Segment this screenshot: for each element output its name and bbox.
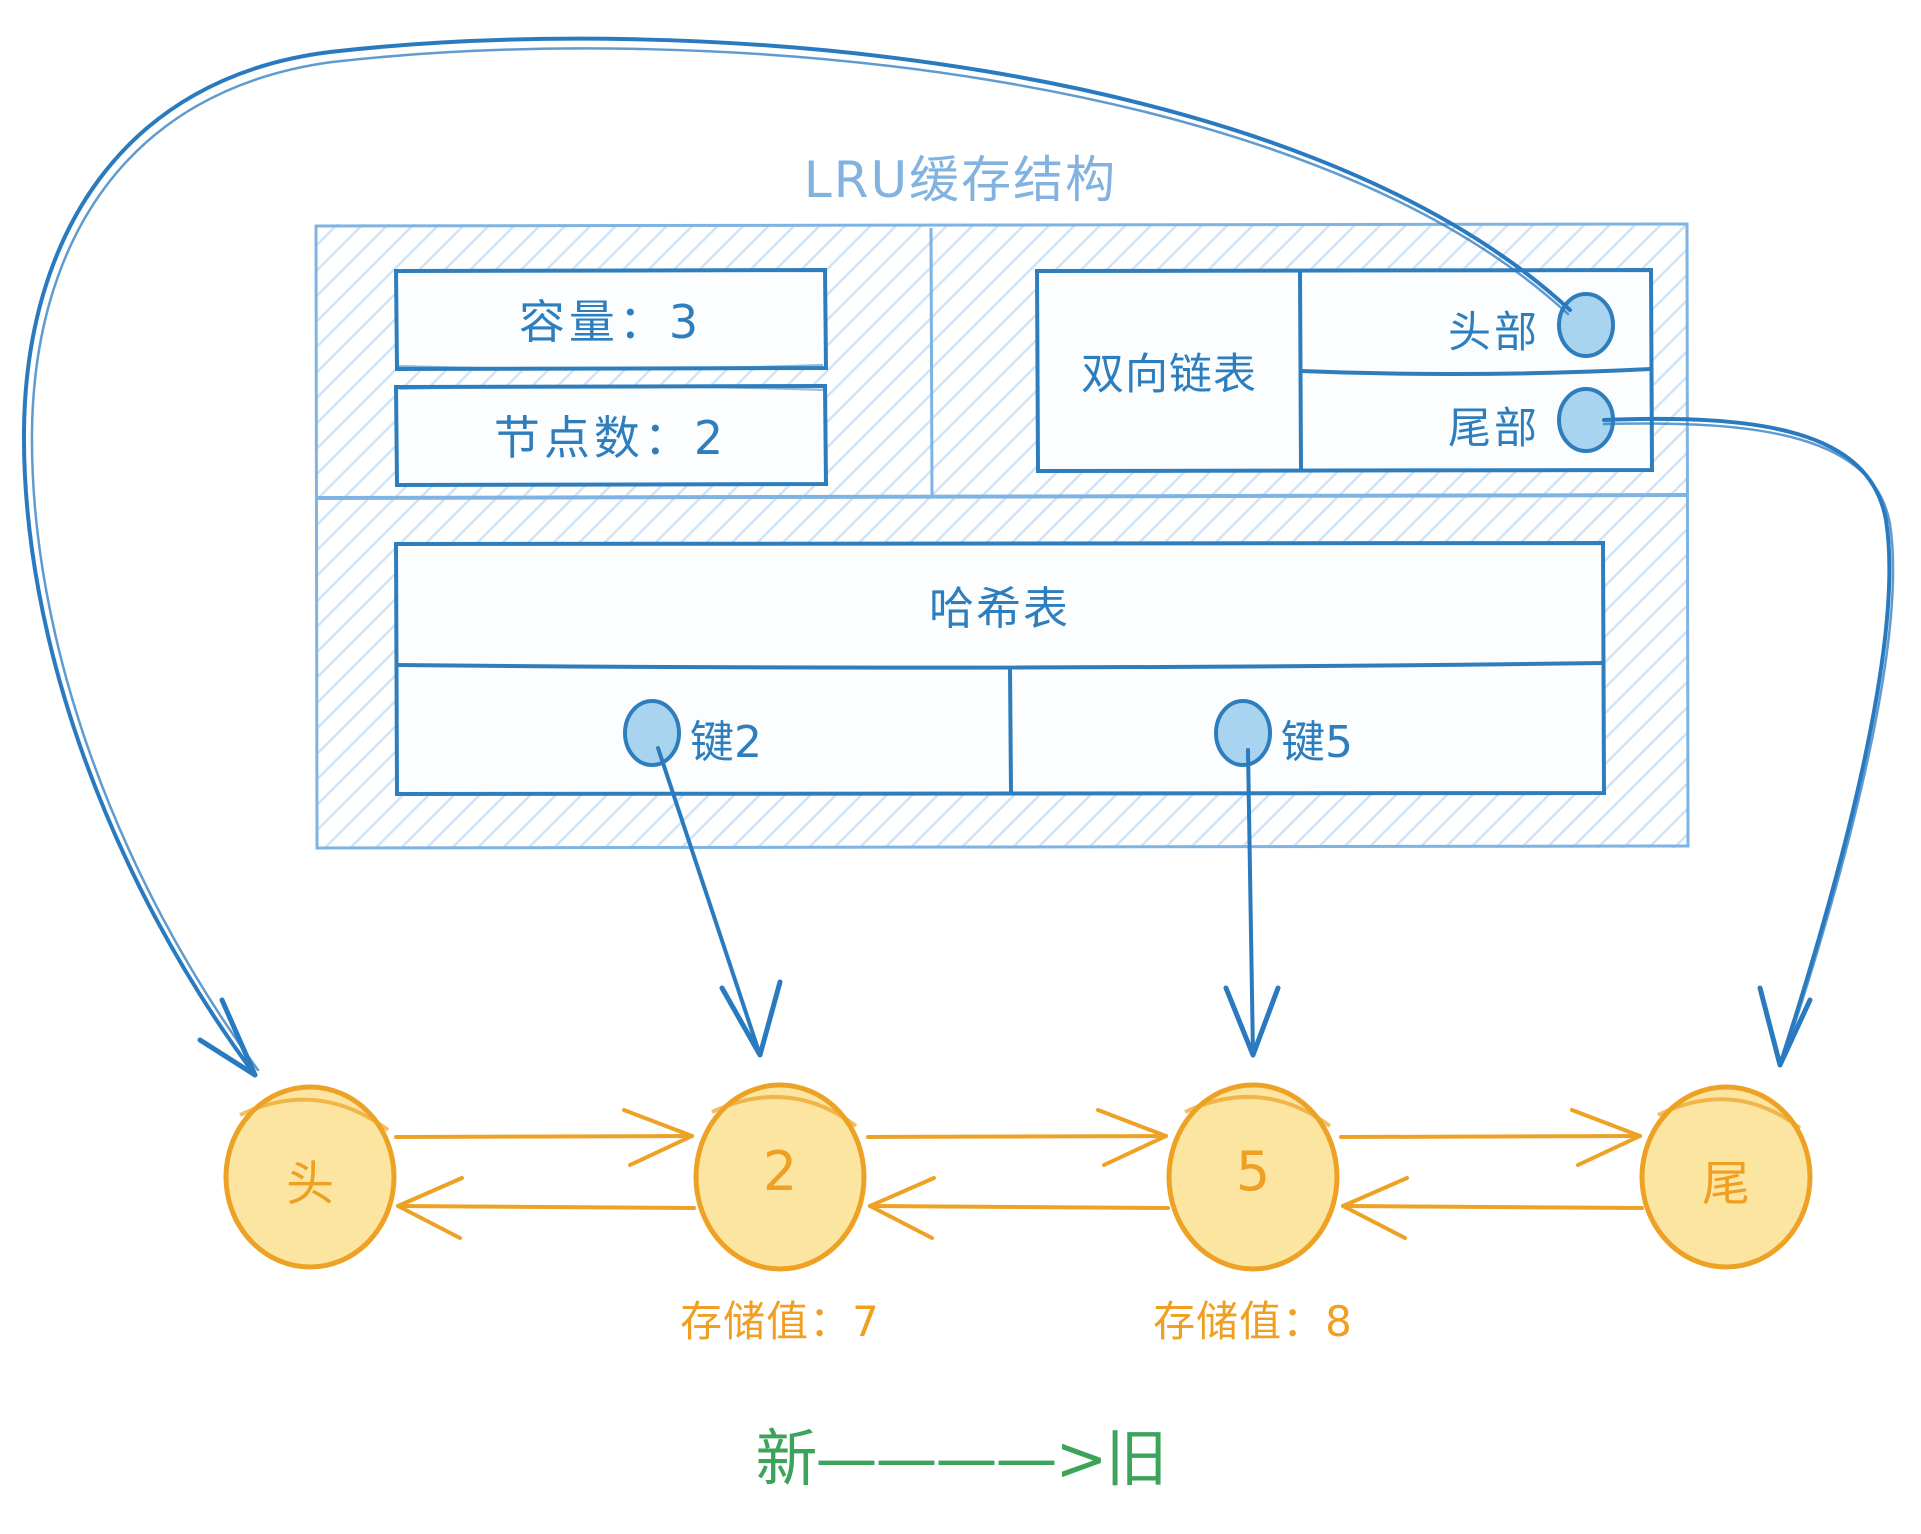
tail-pointer-arrowhead: [1757, 985, 1813, 1068]
hash-key-dot-1: [1214, 699, 1272, 767]
node-label-2: 2: [762, 1140, 798, 1203]
hash-key-label-1: 键5: [1281, 717, 1353, 768]
order-legend: 新————>旧: [755, 1422, 1168, 1495]
hash-key-1-arrowhead: [1223, 985, 1281, 1058]
node-circle-5: [1166, 1082, 1340, 1272]
hash-key-label-0: 键2: [690, 717, 762, 768]
doubly-linked-list-box: [1034, 267, 1655, 474]
node-circle-2: [693, 1082, 867, 1272]
hash-table-box: [393, 540, 1607, 797]
node-value-label-2: 存储值：7: [680, 1297, 880, 1346]
node-count-label: 节点数：2: [493, 411, 728, 465]
node-value-label-5: 存储值：8: [1153, 1297, 1353, 1346]
tail-pointer-label: 尾部: [1448, 404, 1540, 454]
tail-pointer-link: [1602, 416, 1892, 1067]
page-title: LRU缓存结构: [803, 151, 1118, 209]
doubly-linked-list-label: 双向链表: [1081, 350, 1257, 400]
linked-list-nodes: [223, 1082, 1813, 1272]
hash-key-0-link: [656, 746, 762, 1057]
node-label-head: 头: [285, 1156, 334, 1212]
node-label-tail: 尾: [1701, 1156, 1750, 1212]
hash-key-dot-0: [623, 699, 681, 767]
capacity-label: 容量：3: [518, 295, 703, 349]
node-links: [394, 1108, 1644, 1240]
node-count-box: [393, 383, 829, 488]
node-circle-tail: [1639, 1084, 1813, 1270]
head-pointer-arrowhead: [197, 997, 258, 1078]
head-pointer-label: 头部: [1448, 308, 1540, 358]
head-pointer-link: [21, 36, 1572, 1077]
node-circle-head: [223, 1084, 397, 1270]
head-pointer-dot: [1557, 292, 1615, 358]
capacity-box: [393, 267, 829, 372]
hash-key-0-arrowhead: [719, 979, 783, 1058]
hash-table-label: 哈希表: [928, 582, 1070, 635]
pointer-connectors: [21, 36, 1895, 1078]
hash-key-1-link: [1246, 748, 1255, 1057]
node-label-5: 5: [1235, 1140, 1271, 1203]
